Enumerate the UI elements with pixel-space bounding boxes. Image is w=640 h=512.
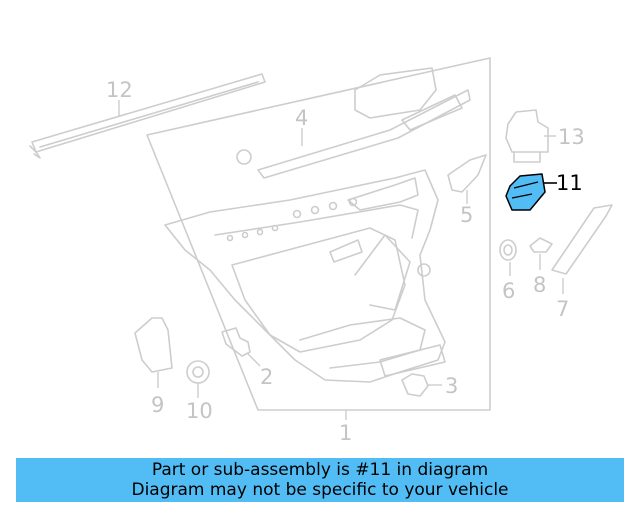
- callout-2: 2: [260, 365, 273, 389]
- part-11-switch-highlighted: [505, 173, 557, 211]
- callout-10: 10: [186, 399, 213, 423]
- part-13-window-switch: [505, 109, 556, 163]
- part-7-pillar-trim: [551, 204, 613, 294]
- parts-diagram: 1 12 4 5 13 11 6: [29, 57, 613, 445]
- part-1-door-trim-panel: [146, 57, 491, 420]
- callout-6: 6: [502, 279, 515, 303]
- callout-7: 7: [556, 297, 569, 321]
- callout-13: 13: [558, 125, 585, 149]
- notice-banner: Part or sub-assembly is #11 in diagram D…: [16, 458, 624, 502]
- callout-4: 4: [295, 106, 308, 130]
- part-2-fastener: [221, 327, 261, 367]
- callout-1: 1: [339, 421, 352, 445]
- part-12-belt-molding: [29, 73, 266, 159]
- part-10-speaker-grille: [186, 360, 210, 398]
- part-9-bracket: [134, 317, 173, 388]
- banner-line-1: Part or sub-assembly is #11 in diagram: [151, 460, 489, 480]
- callout-11: 11: [556, 171, 583, 195]
- callout-9: 9: [151, 393, 164, 417]
- part-8-clip: [529, 237, 553, 270]
- callout-5: 5: [460, 203, 473, 227]
- banner-line-2: Diagram may not be specific to your vehi…: [131, 480, 509, 500]
- callout-8: 8: [533, 273, 546, 297]
- part-4-trim-strip: [236, 67, 471, 179]
- callout-3: 3: [445, 374, 458, 398]
- part-6-grommet: [499, 239, 517, 276]
- part-5-mirror-cover: [447, 154, 487, 204]
- callout-12: 12: [106, 78, 133, 102]
- part-3-clip: [401, 373, 442, 397]
